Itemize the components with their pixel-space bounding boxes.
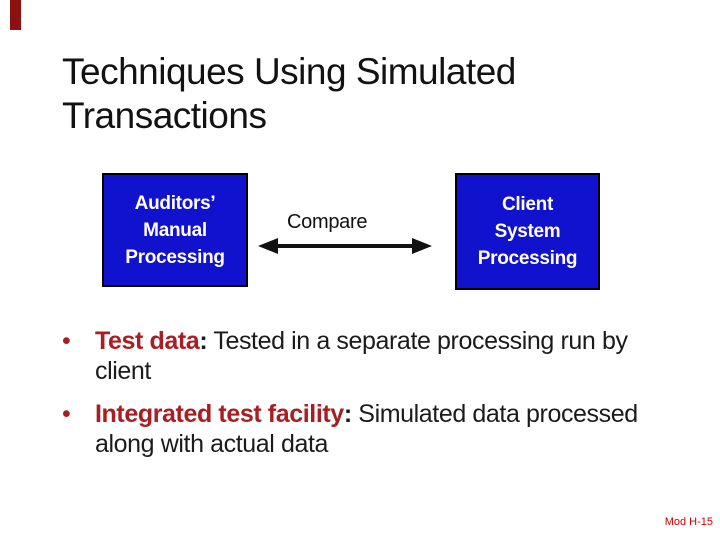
slide-title: Techniques Using Simulated Transactions bbox=[62, 50, 662, 138]
bullet-separator: : bbox=[343, 400, 352, 428]
bullet-list: • Test data: Tested in a separate proces… bbox=[62, 326, 648, 472]
box-text-line: Auditors’ bbox=[134, 192, 216, 214]
bullet-text: Integrated test facility: Simulated data… bbox=[95, 399, 648, 459]
bullet-text: Test data: Tested in a separate processi… bbox=[95, 326, 648, 386]
bullet-term: Integrated test facility bbox=[95, 400, 344, 428]
bullet-body: Tested in a separate processing run by c… bbox=[95, 327, 628, 385]
compare-label: Compare bbox=[287, 211, 368, 233]
box-text-line: Processing bbox=[125, 246, 225, 268]
corner-accent-bar bbox=[10, 0, 21, 30]
arrowhead-left bbox=[258, 238, 278, 254]
box-text-line: Processing bbox=[477, 248, 578, 269]
client-system-processing-box: Client System Processing bbox=[455, 173, 600, 290]
double-headed-arrow-icon bbox=[258, 238, 432, 254]
box-text-line: Manual bbox=[143, 219, 207, 241]
bullet-marker-icon: • bbox=[62, 400, 71, 428]
slide-number: Mod H-15 bbox=[664, 516, 713, 528]
bullet-item: • Test data: Tested in a separate proces… bbox=[62, 326, 648, 386]
bullet-body: Simulated data processed along with actu… bbox=[95, 400, 638, 458]
bullet-item: • Integrated test facility: Simulated da… bbox=[62, 399, 648, 459]
bullet-marker-icon: • bbox=[62, 327, 71, 355]
slide-title-line-2: Transactions bbox=[62, 95, 267, 136]
compare-arrow bbox=[250, 231, 440, 261]
box-text-line: Client bbox=[502, 194, 553, 215]
slide-title-line-1: Techniques Using Simulated bbox=[62, 51, 516, 92]
auditors-manual-processing-box: Auditors’ Manual Processing bbox=[102, 173, 248, 287]
arrowhead-right bbox=[412, 238, 432, 254]
bullet-separator: : bbox=[199, 327, 208, 355]
bullet-term: Test data bbox=[95, 327, 200, 355]
box-text-line: System bbox=[494, 221, 561, 242]
